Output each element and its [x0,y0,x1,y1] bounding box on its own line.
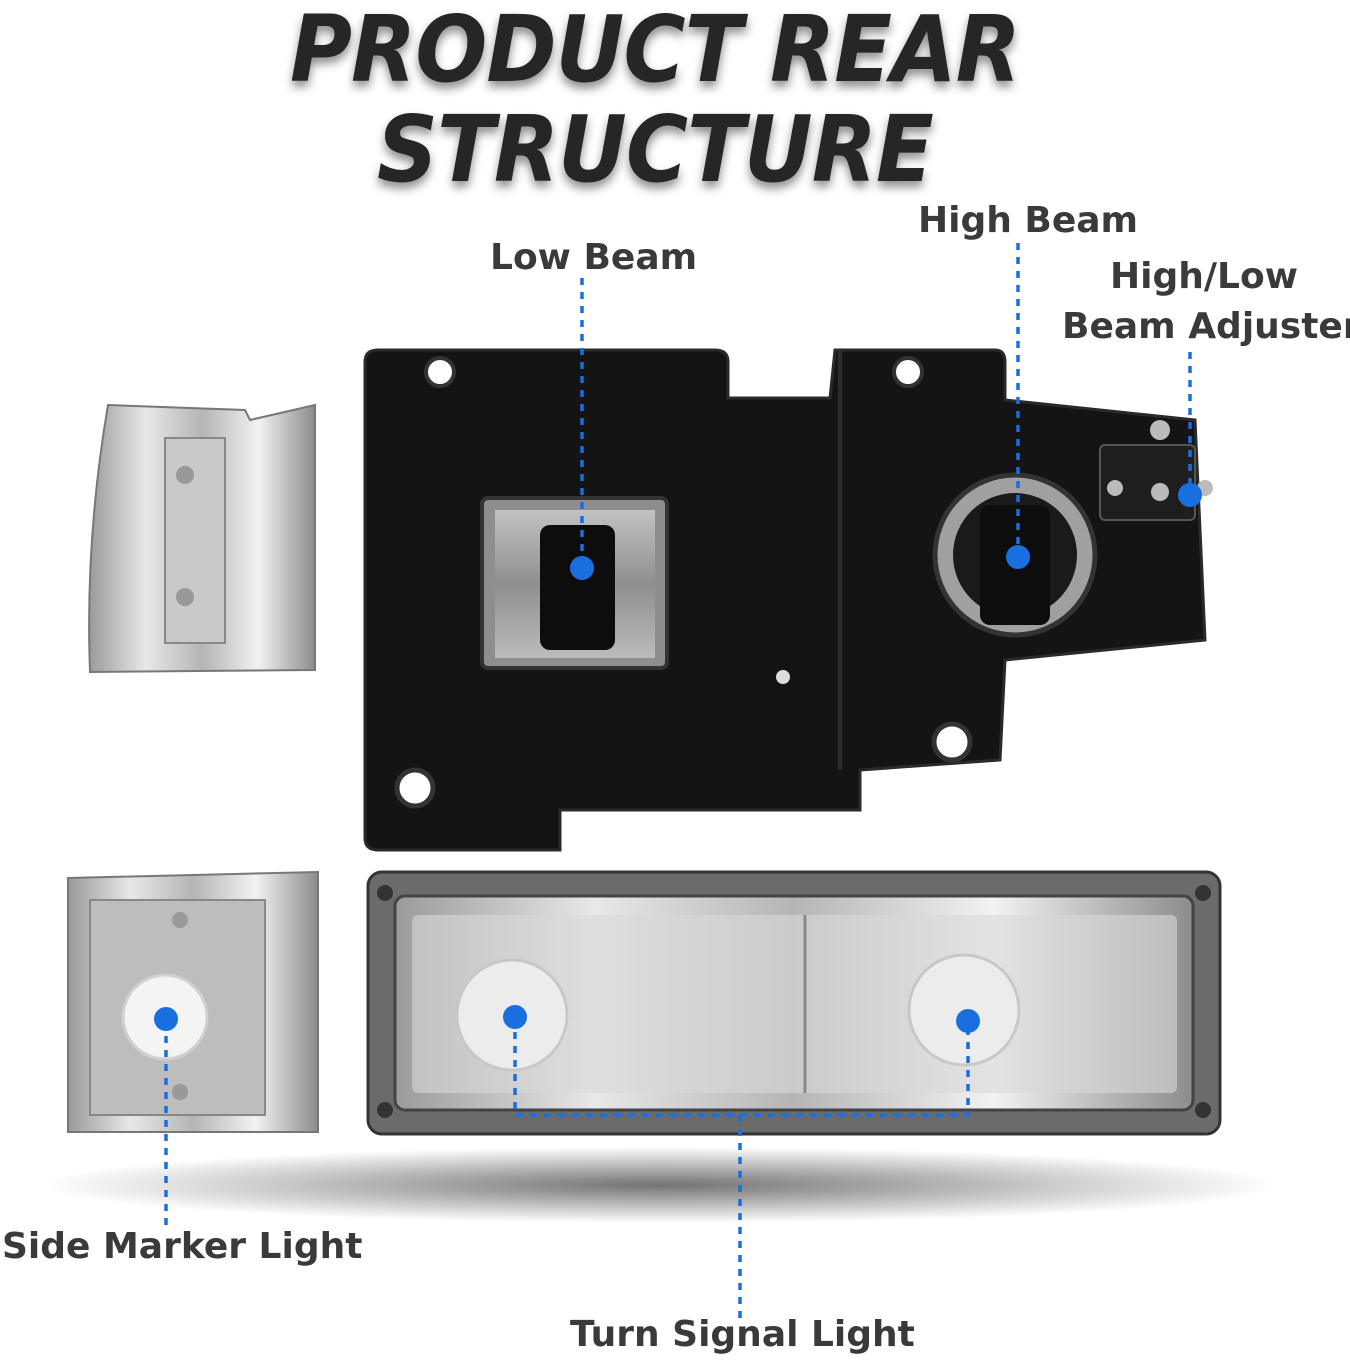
callout-leaders [164,243,1192,1318]
headlight-housing [363,348,1213,852]
page-title: PRODUCT REAR STRUCTURE [289,0,1021,203]
high-beam-label: High Beam [918,200,1139,241]
turn-signal-label: Turn Signal Light [570,1314,915,1355]
adjuster-block [1099,444,1196,521]
callout-dots [154,483,1202,1033]
low-beam-dot [570,556,594,580]
side-marker-label: Side Marker Light [2,1226,363,1267]
adjuster-label-line2: Beam Adjuster [1062,306,1350,347]
lower-side-marker [67,870,319,1133]
turn-signal-right-dot [956,1009,980,1033]
floor-shadow [40,1147,1280,1223]
adjuster-label-line1: High/Low [1110,256,1298,297]
low-beam-label: Low Beam [490,237,698,278]
upper-side-marker [88,403,316,674]
low-beam-bulb [540,525,615,650]
turn-signal-left-dot [503,1005,527,1029]
adjuster-dot [1178,483,1202,507]
side-marker-dot [154,1007,178,1031]
high-beam-dot [1006,545,1030,569]
turn-signal-lens [366,870,1222,1136]
